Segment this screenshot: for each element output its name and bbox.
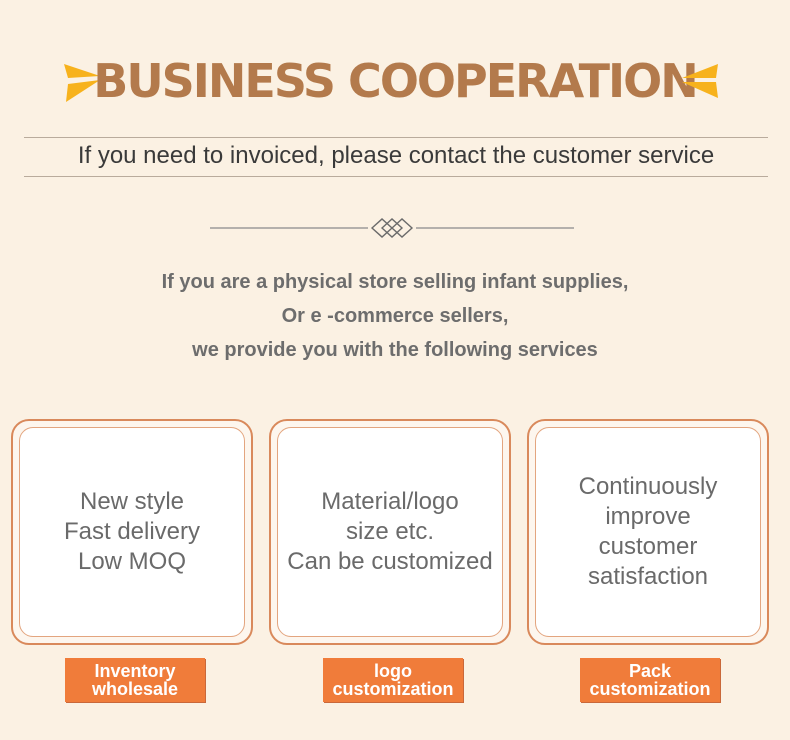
service-badge-inventory-wholesale: Inventory wholesale (65, 658, 205, 702)
card-line: Fast delivery (63, 518, 201, 545)
card-line: Material/logo (321, 488, 459, 515)
service-badge-pack-customization: Pack customization (580, 658, 720, 702)
badge-line: logo (374, 661, 412, 681)
card-line: Continuously (578, 473, 718, 500)
badge-line: wholesale (91, 679, 179, 699)
left-arrow-decoration-icon (64, 64, 100, 102)
service-badge-logo-customization: logo customization (323, 658, 463, 702)
badge-line: customization (332, 679, 454, 699)
page-title: BUSINESS COOPERATION (93, 54, 698, 108)
right-arrow-decoration-icon (682, 64, 718, 98)
card-line: satisfaction (587, 563, 709, 590)
diamond-divider (210, 218, 574, 238)
intro-line: we provide you with the following servic… (192, 339, 598, 361)
service-card: Continuously improve customer satisfacti… (527, 419, 769, 645)
service-card-inner: Material/logo size etc. Can be customize… (277, 427, 503, 637)
card-line: size etc. (345, 518, 435, 545)
service-card: Material/logo size etc. Can be customize… (269, 419, 511, 645)
intro-text: If you are a physical store selling infa… (0, 265, 790, 367)
card-line: Low MOQ (77, 548, 187, 575)
card-line: Can be customized (287, 548, 493, 575)
invoice-notice: If you need to invoiced, please contact … (24, 137, 768, 177)
diamond-ornament-icon (370, 218, 414, 238)
title-row: BUSINESS COOPERATION (0, 52, 790, 112)
card-line: customer (598, 533, 698, 560)
intro-line: Or e -commerce sellers, (281, 305, 509, 327)
badge-line: customization (589, 679, 711, 699)
card-line: New style (79, 488, 185, 515)
badge-line: Inventory (94, 661, 176, 681)
service-card-inner: Continuously improve customer satisfacti… (535, 427, 761, 637)
service-card: New style Fast delivery Low MOQ (11, 419, 253, 645)
badge-line: Pack (628, 661, 672, 681)
intro-line: If you are a physical store selling infa… (161, 271, 629, 293)
service-card-inner: New style Fast delivery Low MOQ (19, 427, 245, 637)
card-line: improve (605, 503, 691, 530)
